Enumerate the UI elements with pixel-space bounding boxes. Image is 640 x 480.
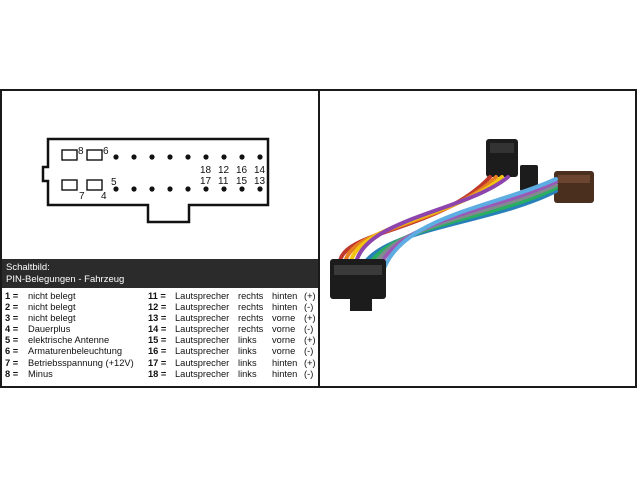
pin-side: links <box>238 368 257 379</box>
pin-label-7: 7 <box>79 191 85 202</box>
pin-polarity: (+) <box>304 291 316 301</box>
pin-number: 4 = <box>5 324 19 335</box>
pin-description: Lautsprecher <box>175 313 230 324</box>
pin-row: 1 = nicht belegt 11 = Lautsprecher recht… <box>2 291 318 302</box>
panel-divider <box>318 89 320 388</box>
pin-side: rechts <box>238 291 264 301</box>
pin-position: hinten <box>272 357 298 368</box>
pin-polarity: (+) <box>304 357 316 368</box>
iso-connector-right <box>554 171 594 203</box>
pin-description: Lautsprecher <box>175 302 230 313</box>
pin-side: links <box>238 335 257 346</box>
pin-label-14: 14 <box>254 165 266 176</box>
pin-description: Minus <box>28 368 53 379</box>
pin-row: 7 = Betriebsspannung (+12V) 17 = Lautspr… <box>2 358 318 369</box>
pin-label-18: 18 <box>200 165 212 176</box>
pin-number: 7 = <box>5 357 19 368</box>
connector-diagram: 8 6 7 4 5 18 12 16 14 17 11 15 13 <box>41 137 270 224</box>
pin-block-upper-left <box>61 149 103 191</box>
pin-number: 13 = <box>148 313 167 324</box>
pin-number: 3 = <box>5 313 19 324</box>
pin-position: hinten <box>272 368 298 379</box>
iso-connector-top <box>486 139 538 191</box>
pin-position: vorne <box>272 346 296 357</box>
pin-number: 1 = <box>5 291 19 301</box>
pin-position: vorne <box>272 335 296 346</box>
pin-description: Betriebsspannung (+12V) <box>28 357 134 368</box>
pin-number: 14 = <box>148 324 167 335</box>
pin-position: hinten <box>272 302 298 313</box>
pin-side: links <box>238 346 257 357</box>
pin-row: 4 = Dauerplus 14 = Lautsprecher rechts v… <box>2 324 318 335</box>
pin-description: Lautsprecher <box>175 335 230 346</box>
pin-label-6: 6 <box>103 146 109 157</box>
pin-dots-top-row <box>113 154 263 160</box>
pin-description: nicht belegt <box>28 302 76 313</box>
pin-number: 16 = <box>148 346 167 357</box>
pin-description: Lautsprecher <box>175 291 230 301</box>
pin-polarity: (-) <box>304 346 314 357</box>
pin-number: 17 = <box>148 357 167 368</box>
pin-label-4: 4 <box>101 191 107 202</box>
pin-number: 6 = <box>5 346 19 357</box>
pin-polarity: (-) <box>304 302 314 313</box>
pinout-panel: 8 6 7 4 5 18 12 16 14 17 11 15 13 Schalt… <box>2 91 318 386</box>
wire <box>378 177 558 285</box>
pin-dots-bottom-row <box>113 186 263 192</box>
pin-label-13: 13 <box>254 176 266 187</box>
pin-description: Lautsprecher <box>175 368 230 379</box>
pin-position: hinten <box>272 291 298 301</box>
wire <box>353 175 510 273</box>
header-subtitle: PIN-Belegungen - Fahrzeug <box>6 274 125 285</box>
pin-label-17: 17 <box>200 176 212 187</box>
pin-side: rechts <box>238 313 264 324</box>
pin-side: rechts <box>238 324 264 335</box>
pin-label-11: 11 <box>218 176 229 187</box>
pin-row: 3 = nicht belegt 13 = Lautsprecher recht… <box>2 313 318 324</box>
pin-number: 2 = <box>5 302 19 313</box>
pin-label-15: 15 <box>236 176 248 187</box>
pin-row: 6 = Armaturenbeleuchtung 16 = Lautsprech… <box>2 346 318 357</box>
pin-polarity: (-) <box>304 324 314 335</box>
pin-label-5: 5 <box>111 177 117 188</box>
pin-description: Lautsprecher <box>175 357 230 368</box>
pin-number: 8 = <box>5 368 19 379</box>
wiring-harness-photo <box>330 139 594 311</box>
pin-description: Lautsprecher <box>175 346 230 357</box>
pin-polarity: (-) <box>304 368 314 379</box>
pin-number: 11 = <box>148 291 166 301</box>
pin-side: rechts <box>238 302 264 313</box>
pin-description: nicht belegt <box>28 291 76 301</box>
pin-polarity: (+) <box>304 335 316 346</box>
pin-description: Armaturenbeleuchtung <box>28 346 123 357</box>
pin-side: links <box>238 357 257 368</box>
pin-number: 18 = <box>148 368 167 379</box>
pin-polarity: (+) <box>304 313 316 324</box>
pin-label-12: 12 <box>218 165 230 176</box>
pin-row: 8 = Minus 18 = Lautsprecher links hinten… <box>2 369 318 380</box>
wire-bundle <box>338 175 558 285</box>
pin-description: Lautsprecher <box>175 324 230 335</box>
pin-label-16: 16 <box>236 165 248 176</box>
pin-assignment-list: 1 = nicht belegt 11 = Lautsprecher recht… <box>2 291 318 380</box>
radio-connector <box>330 259 386 311</box>
pin-number: 12 = <box>148 302 167 313</box>
header-title: Schaltbild: <box>6 262 50 273</box>
pin-label-8: 8 <box>78 146 84 157</box>
pin-description: elektrische Antenne <box>28 335 110 346</box>
pin-description: nicht belegt <box>28 313 76 324</box>
pin-description: Dauerplus <box>28 324 71 335</box>
pin-row: 2 = nicht belegt 12 = Lautsprecher recht… <box>2 302 318 313</box>
pin-number: 15 = <box>148 335 167 346</box>
pin-position: vorne <box>272 324 296 335</box>
schematic-header: Schaltbild: PIN-Belegungen - Fahrzeug <box>2 259 318 288</box>
pin-number: 5 = <box>5 335 19 346</box>
pin-position: vorne <box>272 313 296 324</box>
pin-row: 5 = elektrische Antenne 15 = Lautspreche… <box>2 335 318 346</box>
